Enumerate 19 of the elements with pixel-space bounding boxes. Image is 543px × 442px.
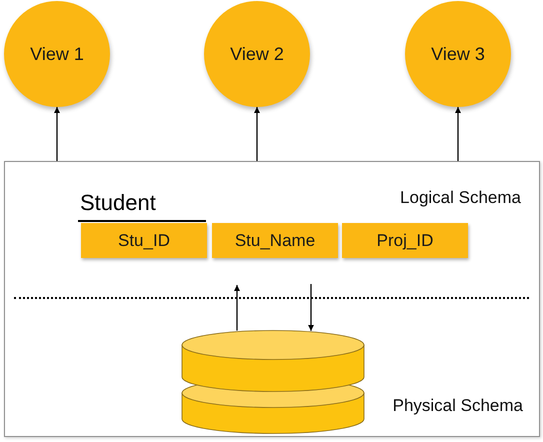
- arrow: [234, 285, 240, 331]
- field-name: Stu_Name: [234, 230, 316, 252]
- arrow: [54, 107, 60, 161]
- view-label: View 3: [431, 42, 485, 66]
- view-label: View 2: [230, 42, 284, 66]
- field-cell: [342, 223, 468, 258]
- arrow: [308, 284, 314, 331]
- schema-label: Physical Schema: [392, 395, 523, 416]
- field-name: Proj_ID: [376, 230, 434, 252]
- field-cell: [81, 223, 207, 258]
- field-cell: [212, 223, 338, 258]
- database-cylinder: [181, 329, 365, 435]
- arrow: [455, 107, 461, 161]
- arrow: [254, 107, 260, 161]
- field-name: Stu_ID: [118, 230, 170, 252]
- table-name: Student: [80, 192, 156, 214]
- schema-label: Logical Schema: [400, 187, 521, 208]
- view-label: View 1: [30, 42, 84, 66]
- schema-frame: [4, 161, 540, 437]
